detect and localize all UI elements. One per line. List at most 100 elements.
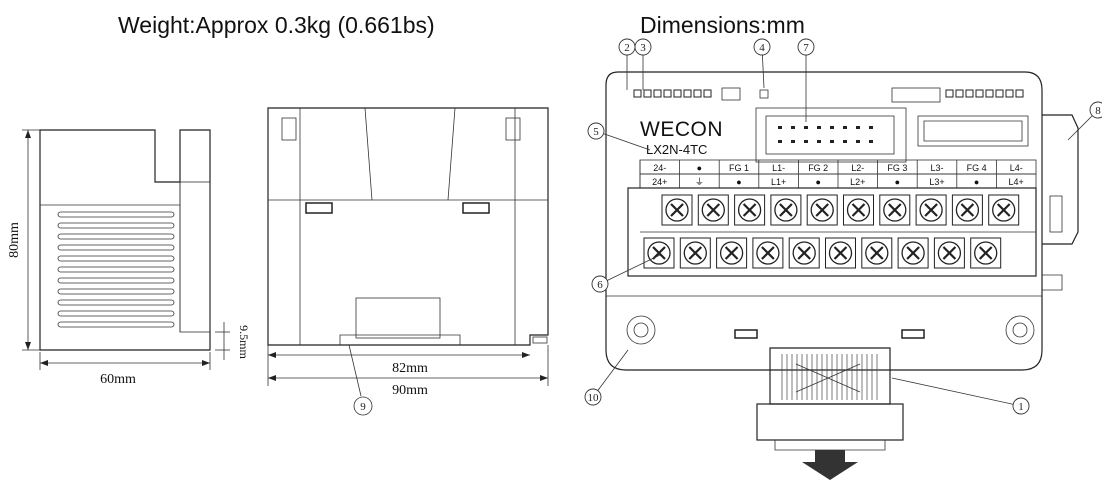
callout-9-circle xyxy=(353,396,373,416)
terminal-screw-icon xyxy=(788,237,820,269)
vent-slot xyxy=(57,310,175,317)
callout-6-circle xyxy=(591,275,609,293)
status-led xyxy=(1015,89,1024,98)
callout-7-label: 7 xyxy=(803,42,809,54)
front-view-right-slot xyxy=(462,202,490,214)
front-view: 82mm 90mm 9 xyxy=(267,107,549,416)
terminal-label-top: L3- xyxy=(930,163,943,173)
lower-clip-left xyxy=(734,329,758,339)
status-led xyxy=(955,89,964,98)
terminal-labels-bottom: 24+⏚●L1+●L2+●L3+●L4+ xyxy=(639,174,1024,188)
terminal-label-top: 24- xyxy=(653,163,666,173)
terminal-screw-icon xyxy=(970,237,1002,269)
connector-pin xyxy=(804,126,808,129)
vent-slot xyxy=(57,288,175,295)
callout-7-circle xyxy=(797,38,815,56)
connector-pins xyxy=(778,126,873,143)
total-width-label: 90mm xyxy=(392,383,428,398)
side-view-rail xyxy=(179,181,211,333)
model-label: LX2N-4TC xyxy=(646,142,707,157)
label-plate xyxy=(891,87,941,103)
vent-slot xyxy=(57,299,175,306)
down-arrow-icon xyxy=(802,450,858,480)
front-view-left-latch xyxy=(281,117,297,141)
terminal-screw-icon xyxy=(734,194,766,226)
connector-pin xyxy=(856,140,860,143)
terminal-screws-bottom xyxy=(643,237,1002,269)
terminal-screw-icon xyxy=(752,237,784,269)
connector-pin xyxy=(843,126,847,129)
callout-8-label: 8 xyxy=(1095,105,1101,117)
cable-connector-base xyxy=(774,440,886,451)
terminal-screw-icon xyxy=(697,194,729,226)
callout-5-leader xyxy=(595,130,651,151)
connector-pin xyxy=(791,126,795,129)
foot-label: 9.5mm xyxy=(237,325,251,359)
terminal-screw-icon xyxy=(915,194,947,226)
vent-slot xyxy=(57,321,175,328)
status-led xyxy=(673,89,682,98)
terminal-screw-icon xyxy=(770,194,802,226)
status-led xyxy=(703,89,712,98)
brand-label: WECON xyxy=(640,118,723,141)
status-led xyxy=(995,89,1004,98)
width-label: 60mm xyxy=(100,372,136,387)
vent-slot xyxy=(57,277,175,284)
callout-1-leader xyxy=(891,377,1022,407)
callout-4-label: 4 xyxy=(759,42,765,54)
callout-6-leader xyxy=(599,254,661,285)
mounting-hole-right-inner xyxy=(1012,322,1028,338)
terminal-label-bottom: L2+ xyxy=(850,177,865,187)
connector-pin xyxy=(830,140,834,143)
terminal-label-bottom: ● xyxy=(974,177,979,187)
terminal-screw-icon xyxy=(861,237,893,269)
module-bracket-slot xyxy=(1049,195,1063,233)
front-view-outline xyxy=(267,107,549,346)
vent-slot xyxy=(57,266,175,273)
connector-pin xyxy=(843,140,847,143)
side-view: 80mm 60mm 9.5mm xyxy=(7,129,251,387)
front-view-tab xyxy=(532,336,548,344)
vent-slots xyxy=(57,211,175,328)
inner-width-label: 82mm xyxy=(392,361,428,376)
status-led xyxy=(975,89,984,98)
led-row-right xyxy=(945,89,1024,98)
callout-3-circle xyxy=(634,38,652,56)
callout-10-circle xyxy=(584,388,602,406)
terminal-label-top: FG 3 xyxy=(887,163,907,173)
front-view-facet-2 xyxy=(447,107,456,201)
terminal-label-bottom: ● xyxy=(736,177,741,187)
vent-slot xyxy=(57,244,175,251)
mounting-hole-left-inner xyxy=(633,322,649,338)
terminal-label-top: FG 2 xyxy=(808,163,828,173)
front-view-din-clip xyxy=(355,297,441,339)
status-block xyxy=(721,87,741,101)
front-view-facet-1 xyxy=(364,107,373,201)
connector-pin xyxy=(778,126,782,129)
cable-connector xyxy=(756,403,904,441)
terminal-label-top: FG 1 xyxy=(729,163,749,173)
expansion-connector xyxy=(765,115,895,155)
status-led xyxy=(663,89,672,98)
module-side-latch xyxy=(1042,274,1063,291)
cable-ribs xyxy=(781,354,878,400)
status-led xyxy=(985,89,994,98)
callout-6-label: 6 xyxy=(597,279,603,291)
status-led xyxy=(653,89,662,98)
terminal-label-bottom: 24+ xyxy=(652,177,667,187)
callout-8-circle xyxy=(1089,101,1102,119)
callout-9-label: 9 xyxy=(360,401,366,413)
callout-1-circle xyxy=(1012,397,1030,415)
terminal-screw-icon xyxy=(661,194,693,226)
terminal-screw-icon xyxy=(879,194,911,226)
terminal-label-top: L4- xyxy=(1010,163,1023,173)
terminal-label-top: ● xyxy=(697,163,702,173)
status-led xyxy=(683,89,692,98)
connector-pin xyxy=(869,140,873,143)
led-4 xyxy=(759,89,769,99)
module-right-bracket xyxy=(1042,114,1079,245)
terminal-label-bottom: L1+ xyxy=(771,177,786,187)
connector-pin xyxy=(778,140,782,143)
